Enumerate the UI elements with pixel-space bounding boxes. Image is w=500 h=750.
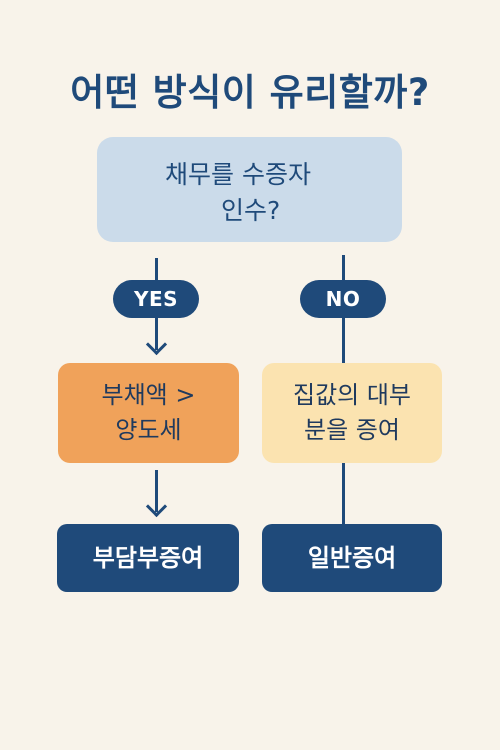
no-condition-line-1: 집값의 대부 — [292, 381, 412, 409]
yes-label: YES — [113, 280, 199, 318]
yes-connector-bottom — [155, 470, 158, 512]
no-connector-middle — [342, 318, 345, 363]
question-line-1: 채무를 수증자 — [165, 160, 311, 189]
yes-condition-line-2: 양도세 — [115, 416, 182, 444]
diagram-title: 어떤 방식이 유리할까? — [70, 71, 430, 114]
yes-arrow-down-icon — [145, 333, 168, 356]
no-result-box: 일반증여 — [262, 524, 442, 592]
yes-connector-top — [155, 258, 158, 280]
question-line-2: 인수? — [221, 196, 281, 225]
no-connector-bottom — [342, 463, 345, 524]
yes-connector-middle — [155, 318, 158, 350]
yes-result-arrow-down-icon — [145, 495, 168, 518]
yes-condition-line-1: 부채액 > — [101, 381, 196, 409]
no-connector-top — [342, 255, 345, 280]
no-condition-line-2: 분을 증여 — [304, 416, 400, 444]
no-condition-box: 집값의 대부 분을 증여 — [262, 363, 442, 463]
decision-question-box: 채무를 수증자 인수? — [97, 137, 402, 242]
no-label: NO — [300, 280, 386, 318]
yes-condition-box: 부채액 > 양도세 — [58, 363, 239, 463]
yes-result-box: 부담부증여 — [57, 524, 239, 592]
